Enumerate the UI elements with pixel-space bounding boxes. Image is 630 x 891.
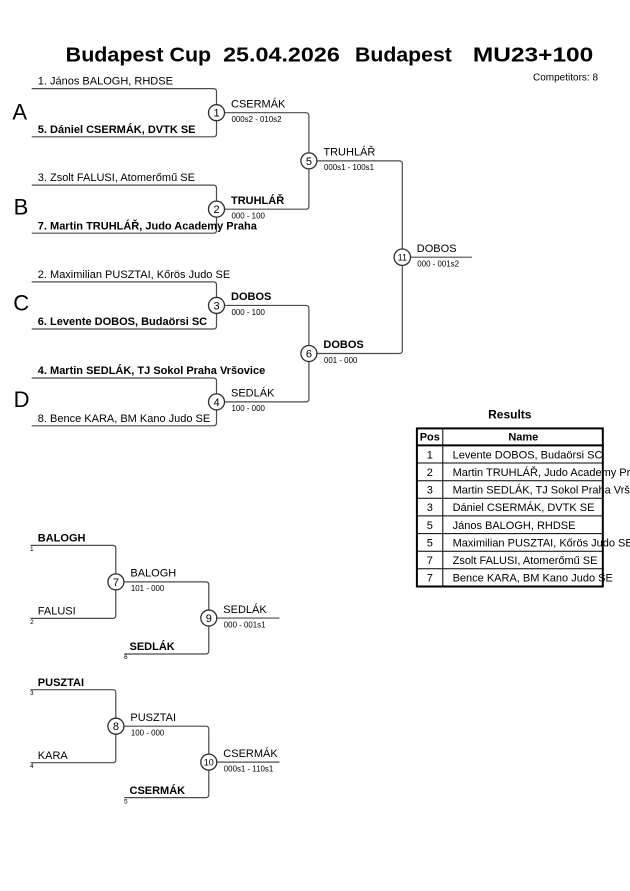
- svg-text:000 - 100: 000 - 100: [232, 308, 266, 317]
- svg-text:5: 5: [427, 537, 433, 549]
- svg-text:SEDLÁK: SEDLÁK: [223, 603, 267, 616]
- svg-text:3: 3: [213, 300, 219, 312]
- svg-text:János BALOGH, RHDSE: János BALOGH, RHDSE: [453, 520, 576, 532]
- svg-text:5: 5: [124, 799, 128, 806]
- svg-text:Competitors: 8: Competitors: 8: [533, 73, 598, 84]
- svg-text:7: 7: [427, 555, 433, 567]
- svg-text:Dániel CSERMÁK, DVTK SE: Dániel CSERMÁK, DVTK SE: [453, 501, 595, 514]
- svg-text:MU23+100: MU23+100: [473, 43, 593, 66]
- svg-text:3: 3: [427, 485, 433, 497]
- svg-text:6. Levente DOBOS, Budaörsi SC: 6. Levente DOBOS, Budaörsi SC: [38, 316, 207, 328]
- svg-text:8. Bence KARA, BM Kano Judo SE: 8. Bence KARA, BM Kano Judo SE: [38, 413, 210, 425]
- svg-text:DOBOS: DOBOS: [231, 291, 271, 303]
- svg-text:5: 5: [306, 156, 312, 168]
- svg-text:10: 10: [204, 757, 214, 767]
- svg-text:000s1 - 100s1: 000s1 - 100s1: [324, 163, 374, 172]
- svg-text:000 - 001s1: 000 - 001s1: [224, 620, 266, 629]
- svg-text:C: C: [13, 291, 29, 316]
- svg-text:Maximilian PUSZTAI, Kőrös Judo: Maximilian PUSZTAI, Kőrös Judo SE: [453, 537, 630, 549]
- svg-text:2: 2: [213, 204, 219, 216]
- svg-text:SEDLÁK: SEDLÁK: [231, 387, 275, 400]
- svg-text:7: 7: [427, 573, 433, 585]
- svg-text:KARA: KARA: [38, 750, 69, 762]
- svg-text:Budapest: Budapest: [355, 43, 452, 66]
- svg-text:DOBOS: DOBOS: [323, 339, 363, 351]
- svg-text:TRUHLÁŘ: TRUHLÁŘ: [231, 194, 284, 207]
- svg-text:25.04.2026: 25.04.2026: [223, 43, 340, 66]
- svg-text:8: 8: [113, 721, 119, 733]
- svg-text:Levente DOBOS, Budaörsi SC: Levente DOBOS, Budaörsi SC: [453, 449, 603, 461]
- svg-text:000 - 100: 000 - 100: [232, 211, 266, 220]
- svg-text:PUSZTAI: PUSZTAI: [38, 677, 84, 689]
- svg-text:Martin TRUHLÁŘ, Judo Academy P: Martin TRUHLÁŘ, Judo Academy Praha: [453, 466, 630, 479]
- svg-text:1. János BALOGH, RHDSE: 1. János BALOGH, RHDSE: [38, 76, 173, 88]
- svg-text:1: 1: [213, 108, 219, 120]
- svg-text:Bence KARA, BM Kano Judo SE: Bence KARA, BM Kano Judo SE: [453, 573, 613, 585]
- svg-text:1: 1: [30, 546, 34, 553]
- svg-text:6: 6: [306, 349, 312, 361]
- svg-text:CSERMÁK: CSERMÁK: [130, 784, 186, 797]
- svg-text:6: 6: [124, 654, 128, 661]
- svg-text:000 - 001s2: 000 - 001s2: [417, 260, 459, 269]
- svg-text:11: 11: [398, 252, 407, 262]
- svg-text:B: B: [14, 195, 29, 220]
- svg-text:000s2 - 010s2: 000s2 - 010s2: [232, 115, 282, 124]
- svg-text:100 - 000: 100 - 000: [131, 729, 165, 738]
- svg-text:100 - 000: 100 - 000: [232, 404, 266, 413]
- svg-text:7: 7: [113, 577, 119, 589]
- svg-text:Results: Results: [488, 407, 532, 421]
- svg-text:Zsolt FALUSI, Atomerőmű SE: Zsolt FALUSI, Atomerőmű SE: [453, 555, 598, 567]
- svg-text:DOBOS: DOBOS: [417, 243, 457, 255]
- svg-text:3: 3: [427, 502, 433, 514]
- svg-text:2: 2: [427, 467, 433, 479]
- svg-text:4. Martin SEDLÁK, TJ Sokol Pra: 4. Martin SEDLÁK, TJ Sokol Praha Vršovic…: [38, 364, 265, 377]
- svg-text:D: D: [14, 387, 30, 412]
- svg-text:FALUSI: FALUSI: [38, 606, 76, 618]
- svg-text:Pos: Pos: [420, 431, 440, 443]
- svg-text:A: A: [12, 99, 27, 124]
- svg-text:5: 5: [427, 520, 433, 532]
- svg-text:Martin SEDLÁK, TJ Sokol Praha: Martin SEDLÁK, TJ Sokol Praha Vršovice: [453, 484, 630, 497]
- svg-text:CSERMÁK: CSERMÁK: [231, 97, 286, 110]
- svg-text:101 - 000: 101 - 000: [131, 584, 165, 593]
- svg-text:2. Maximilian PUSZTAI, Kőrös J: 2. Maximilian PUSZTAI, Kőrös Judo SE: [38, 269, 230, 281]
- svg-text:Budapest Cup: Budapest Cup: [66, 43, 212, 66]
- svg-text:4: 4: [213, 397, 219, 409]
- svg-text:000s1 - 110s1: 000s1 - 110s1: [224, 764, 273, 773]
- svg-text:001 - 000: 001 - 000: [324, 356, 358, 365]
- svg-text:SEDLÁK: SEDLÁK: [130, 640, 175, 653]
- svg-text:5. Dániel CSERMÁK, DVTK SE: 5. Dániel CSERMÁK, DVTK SE: [38, 123, 196, 136]
- svg-text:2: 2: [30, 619, 34, 626]
- svg-text:9: 9: [206, 613, 212, 625]
- svg-text:3. Zsolt FALUSI, Atomerőmű SE: 3. Zsolt FALUSI, Atomerőmű SE: [38, 172, 195, 184]
- svg-text:CSERMÁK: CSERMÁK: [223, 747, 278, 760]
- svg-text:1: 1: [427, 449, 433, 461]
- svg-text:Name: Name: [508, 431, 538, 443]
- svg-text:4: 4: [30, 763, 34, 770]
- svg-text:7. Martin TRUHLÁŘ, Judo Academ: 7. Martin TRUHLÁŘ, Judo Academy Praha: [38, 219, 258, 232]
- svg-text:TRUHLÁŘ: TRUHLÁŘ: [323, 146, 375, 159]
- svg-text:BALOGH: BALOGH: [130, 568, 176, 580]
- svg-text:PUSZTAI: PUSZTAI: [130, 712, 176, 724]
- svg-text:3: 3: [30, 690, 34, 697]
- svg-text:BALOGH: BALOGH: [38, 533, 86, 545]
